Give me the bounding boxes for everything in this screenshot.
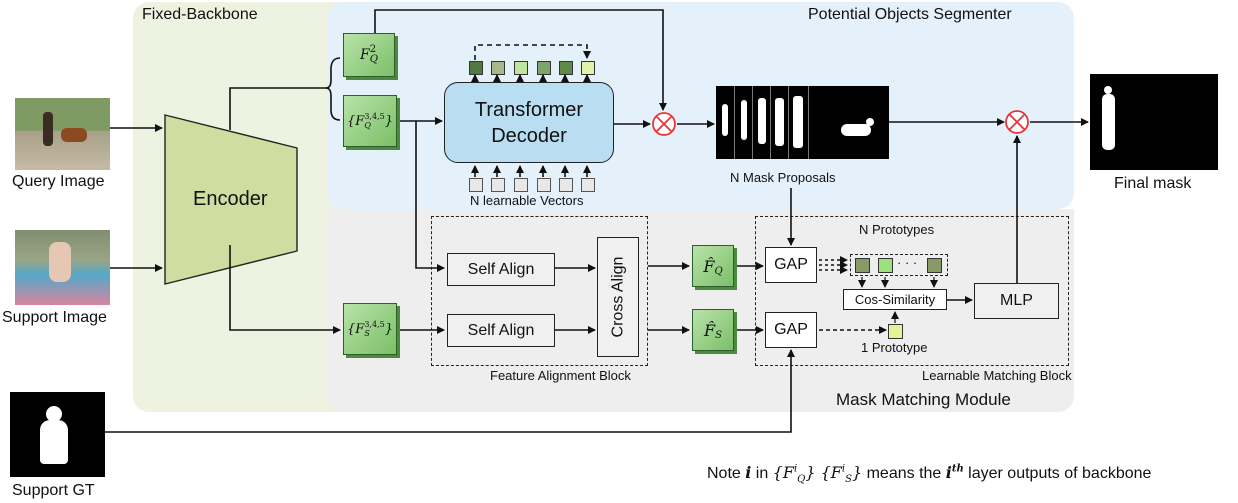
prototype-token [927, 258, 942, 273]
self-align-query: Self Align [447, 253, 555, 286]
fq2-symbol: F [360, 47, 370, 63]
learnable-matching-block [755, 216, 1069, 366]
note-fs-sub: S [845, 474, 852, 486]
feature-alignment-block [431, 216, 648, 366]
fq-hat-symbol: F̂ [703, 256, 715, 276]
transformer-decoder-label: Transformer Decoder [474, 98, 584, 147]
fq2-sub: Q [369, 54, 378, 65]
encoder-shape [164, 114, 298, 285]
n-mask-proposals-label: N Mask Proposals [730, 170, 836, 185]
fs345-symbol: {F [347, 321, 365, 337]
fs-hat-symbol: F̂ [704, 320, 716, 340]
transformer-decoder: Transformer Decoder [444, 82, 614, 163]
fixed-backbone-title: Fixed-Backbone [142, 6, 258, 23]
gap-support: GAP [765, 312, 817, 348]
note-ith-sup: th [951, 463, 964, 475]
fq345-brace: } [384, 113, 393, 129]
note-fq-sub: Q [797, 474, 806, 486]
support-gt-mask [10, 392, 105, 477]
fs345-sup: 3,4,5 [364, 320, 385, 329]
feature-fq345: {F 3,4,5 Q } [343, 95, 397, 147]
note-fs: } {F [805, 463, 842, 482]
gap-query-label: GAP [774, 256, 808, 273]
query-token [559, 178, 573, 192]
fq345-symbol: {F [347, 113, 365, 129]
n-prototypes-group: · · · [850, 254, 948, 276]
n-learnable-vectors-label: N learnable Vectors [470, 193, 584, 208]
query-token [537, 178, 551, 192]
fq345-sub: Q [364, 121, 371, 130]
self-align-support-label: Self Align [467, 321, 535, 339]
learnable-matching-block-title: Learnable Matching Block [922, 368, 1072, 383]
note-fq: {F [772, 463, 794, 482]
multiply-operator [652, 112, 676, 136]
fs345-brace: } [384, 321, 393, 337]
cos-similarity: Cos-Similarity [843, 289, 947, 310]
prototype-token [855, 258, 870, 273]
self-align-support: Self Align [447, 314, 555, 347]
fq2-sup: 2 [369, 44, 377, 55]
feature-fq2: F 2 Q [343, 33, 395, 77]
matching-module-title: Mask Matching Module [836, 390, 1011, 409]
mlp-label: MLP [1000, 292, 1033, 309]
mlp: MLP [974, 283, 1059, 319]
support-image-label: Support Image [2, 309, 107, 326]
note-close: } [851, 463, 863, 482]
note-fs-sup: i [841, 463, 846, 475]
n-prototypes-label: N Prototypes [859, 222, 935, 237]
query-token [514, 178, 528, 192]
cross-align: Cross Align [597, 237, 639, 357]
gap-support-label: GAP [774, 321, 808, 338]
fq345-sup: 3,4,5 [364, 112, 385, 121]
note-prefix: Note [707, 465, 746, 482]
support-image [15, 230, 110, 305]
fs-hat-sub: S [715, 329, 722, 341]
note-suffix: layer outputs of backbone [963, 465, 1152, 482]
feature-fq-hat: F̂ Q [692, 245, 734, 287]
query-token [581, 178, 595, 192]
encoder-label: Encoder [193, 188, 268, 210]
mask-proposals [716, 86, 889, 159]
final-mask [1090, 74, 1218, 170]
query-token [469, 178, 483, 192]
note-fq-sup: i [793, 463, 798, 475]
query-token [491, 178, 505, 192]
one-prototype-label: 1 Prototype [861, 340, 928, 355]
self-align-query-label: Self Align [467, 260, 535, 278]
single-prototype-token [888, 324, 903, 339]
gap-query: GAP [765, 247, 817, 283]
footnote: Note i in {FiQ} {FiS} means the ith laye… [707, 463, 1151, 485]
fs345-sub: S [364, 329, 370, 338]
prototype-token [878, 258, 893, 273]
query-image-label: Query Image [12, 173, 105, 190]
feature-fs-hat: F̂ S [692, 309, 734, 351]
query-image [15, 98, 110, 170]
note-means: means the [862, 465, 946, 482]
segmenter-title: Potential Objects Segmenter [808, 6, 1012, 23]
note-i: i [745, 463, 752, 482]
final-mask-label: Final mask [1114, 175, 1192, 192]
prototypes-ellipsis: · · · [897, 255, 918, 270]
fq-hat-sub: Q [714, 265, 723, 277]
multiply-operator [1005, 110, 1029, 134]
support-gt-label: Support GT [12, 482, 95, 499]
cos-similarity-label: Cos-Similarity [854, 292, 936, 307]
feature-fs345: {F 3,4,5 S } [343, 303, 397, 355]
note-in: in [751, 465, 773, 482]
note-ith: i [945, 463, 952, 482]
feature-alignment-block-title: Feature Alignment Block [490, 368, 631, 383]
